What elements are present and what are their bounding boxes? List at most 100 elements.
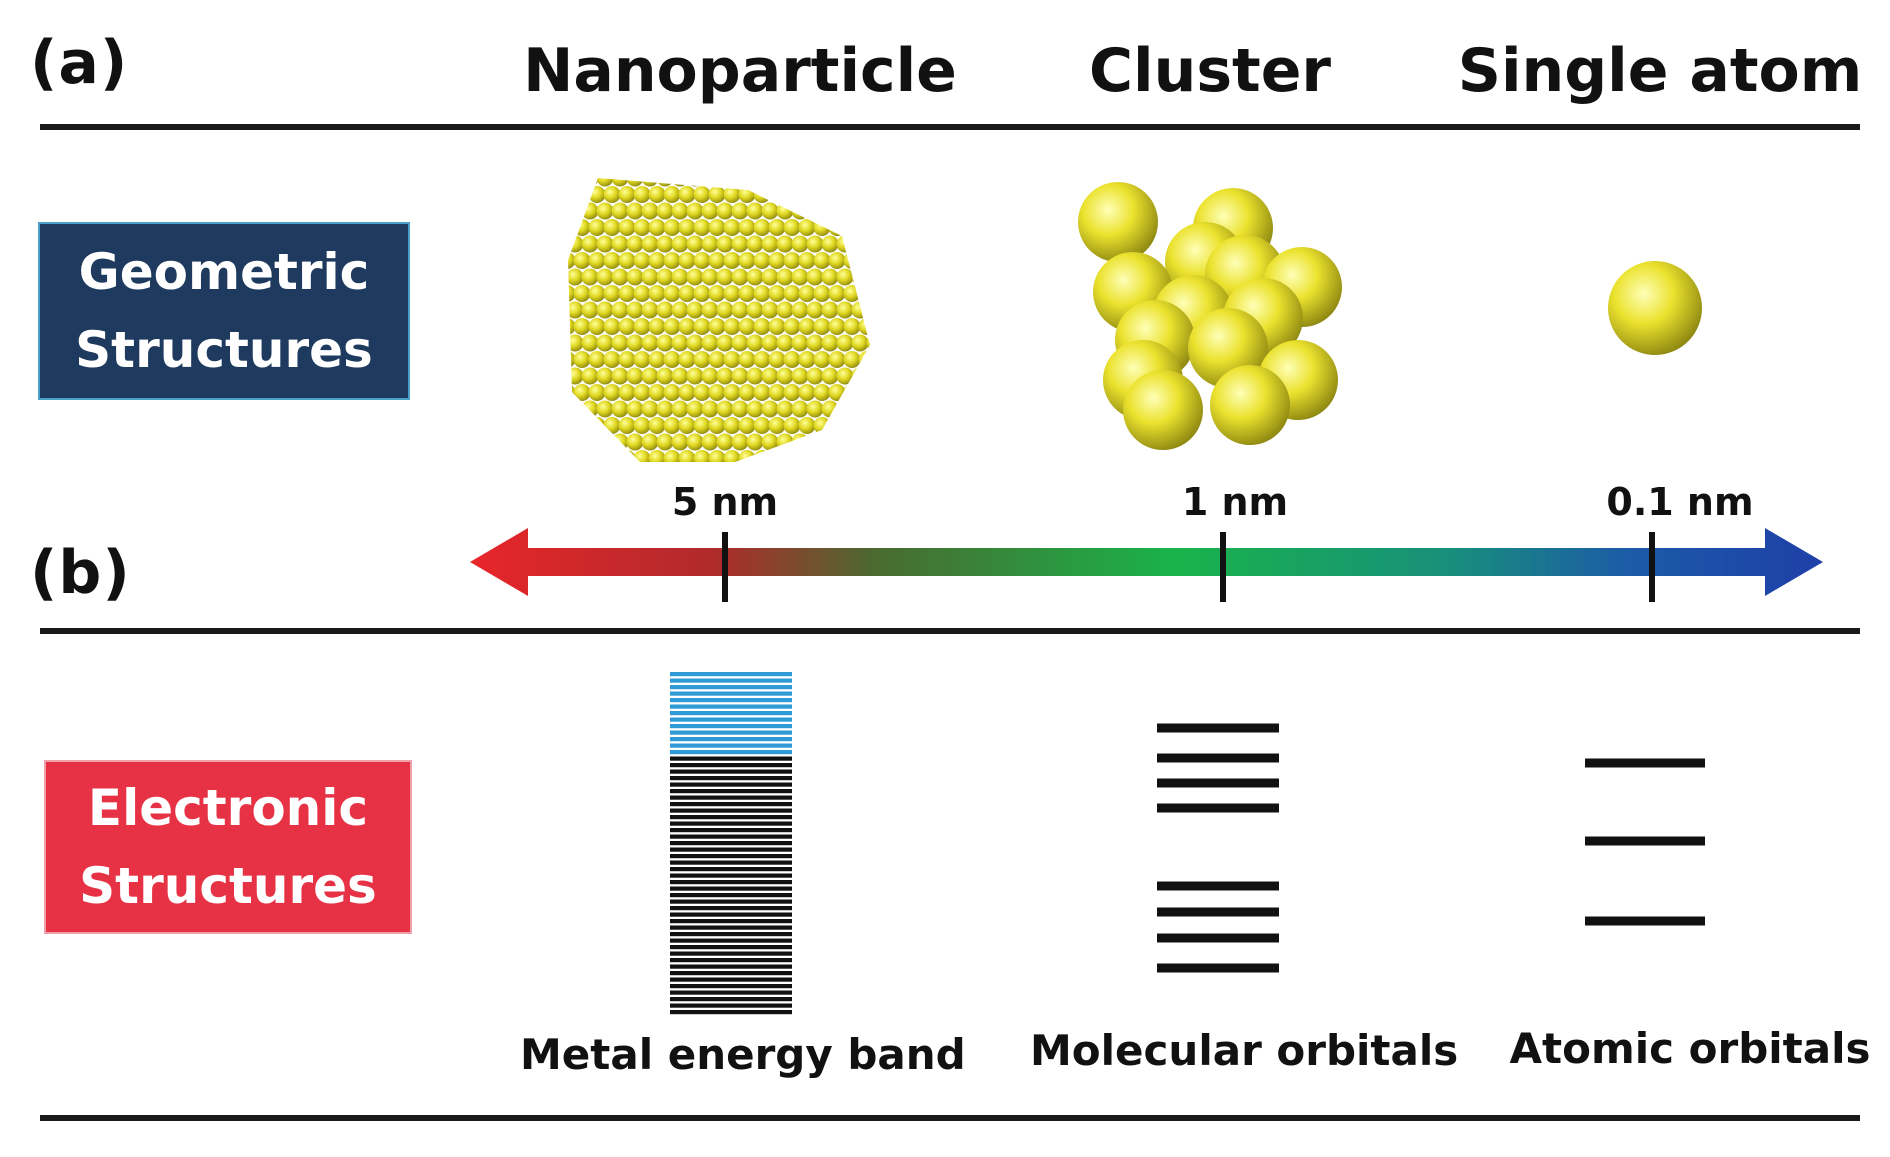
lattice-atom: [836, 400, 854, 418]
lattice-atom: [611, 202, 629, 220]
lattice-atom: [806, 334, 824, 352]
lattice-atom: [568, 235, 569, 253]
lattice-atom: [596, 367, 614, 385]
lattice-atom: [568, 334, 569, 352]
band-level: [670, 828, 792, 833]
lattice-atom: [568, 219, 576, 236]
lattice-atom: [813, 351, 831, 368]
lattice-atom: [588, 417, 606, 434]
lattice-atom: [776, 301, 794, 319]
lattice-atom: [731, 202, 749, 220]
lattice-atom: [851, 433, 869, 451]
lattice-atom: [776, 334, 794, 352]
band-level: [670, 698, 792, 703]
cluster-atom: [1210, 365, 1290, 445]
lattice-atom: [701, 268, 719, 286]
lattice-atom: [851, 400, 869, 418]
lattice-atom: [686, 301, 704, 319]
lattice-atom: [626, 268, 644, 286]
band-level: [670, 737, 792, 742]
lattice-atom: [813, 450, 831, 462]
lattice-atom: [641, 268, 659, 286]
electronic-label-line2: Structures: [79, 857, 377, 915]
lattice-atom: [603, 252, 621, 269]
lattice-atom: [716, 367, 734, 385]
band-level: [670, 789, 792, 794]
lattice-atom: [633, 351, 651, 368]
lattice-atom: [596, 301, 614, 319]
lattice-atom: [678, 384, 696, 401]
lattice-atom: [603, 417, 621, 434]
lattice-atom: [753, 285, 771, 302]
lattice-atom: [821, 334, 839, 352]
lattice-atom: [836, 301, 854, 319]
lattice-atom: [836, 202, 854, 220]
lattice-atom: [798, 318, 816, 335]
lattice-atom: [813, 318, 831, 335]
lattice-atom: [656, 400, 674, 418]
lattice-atom: [708, 384, 726, 401]
lattice-atom: [663, 351, 681, 368]
lattice-atom: [828, 384, 846, 401]
lattice-atom: [746, 400, 764, 418]
lattice-atom: [626, 235, 644, 253]
lattice-atom: [686, 178, 704, 187]
lattice-atom: [686, 367, 704, 385]
lattice-atom: [663, 384, 681, 401]
lattice-atom: [618, 219, 636, 236]
lattice-atom: [821, 235, 839, 253]
lattice-atom: [596, 235, 614, 253]
lattice-atom: [874, 384, 891, 401]
lattice-atom: [626, 433, 644, 451]
lattice-atom: [783, 219, 801, 236]
lattice-atom: [828, 417, 846, 434]
band-level: [670, 977, 792, 982]
lattice-atom: [693, 219, 711, 236]
band-level: [670, 880, 792, 885]
lattice-atom: [678, 252, 696, 269]
lattice-atom: [708, 351, 726, 368]
band-level: [670, 724, 792, 729]
lattice-atom: [874, 285, 891, 302]
lattice-atom: [731, 334, 749, 352]
lattice-atom: [813, 285, 831, 302]
lattice-atom: [648, 351, 666, 368]
lattice-atom: [753, 318, 771, 335]
lattice-atom: [753, 450, 771, 462]
lattice-atom: [611, 235, 629, 253]
lattice-atom: [656, 301, 674, 319]
lattice-atom: [798, 186, 816, 203]
lattice-atom: [573, 318, 591, 335]
lattice-atom: [821, 400, 839, 418]
atomic-orbitals: [1585, 758, 1705, 926]
band-level: [670, 730, 792, 735]
lattice-atom: [633, 252, 651, 269]
lattice-atom: [708, 318, 726, 335]
lattice-atom: [836, 178, 854, 187]
lattice-atom: [753, 219, 771, 236]
band-level: [670, 958, 792, 963]
lattice-atom: [851, 202, 869, 220]
band-level: [670, 964, 792, 969]
lattice-atom: [783, 252, 801, 269]
lattice-atom: [874, 417, 891, 434]
band-level: [670, 808, 792, 813]
lattice-atom: [716, 334, 734, 352]
lattice-atom: [731, 400, 749, 418]
lattice-atom: [671, 235, 689, 253]
band-level: [670, 821, 792, 826]
lattice-atom: [568, 433, 569, 451]
lattice-atom: [843, 450, 861, 462]
lattice-atom: [783, 186, 801, 203]
lattice-atom: [618, 384, 636, 401]
lattice-atom: [581, 367, 599, 385]
lattice-atom: [603, 351, 621, 368]
panel-b-label: (b): [30, 538, 131, 608]
lattice-atom: [806, 433, 824, 451]
panel-a-label: (a): [30, 28, 129, 98]
lattice-atom: [761, 202, 779, 220]
lattice-atom: [618, 285, 636, 302]
lattice-atom: [836, 334, 854, 352]
lattice-atom: [828, 318, 846, 335]
lattice-atom: [768, 219, 786, 236]
